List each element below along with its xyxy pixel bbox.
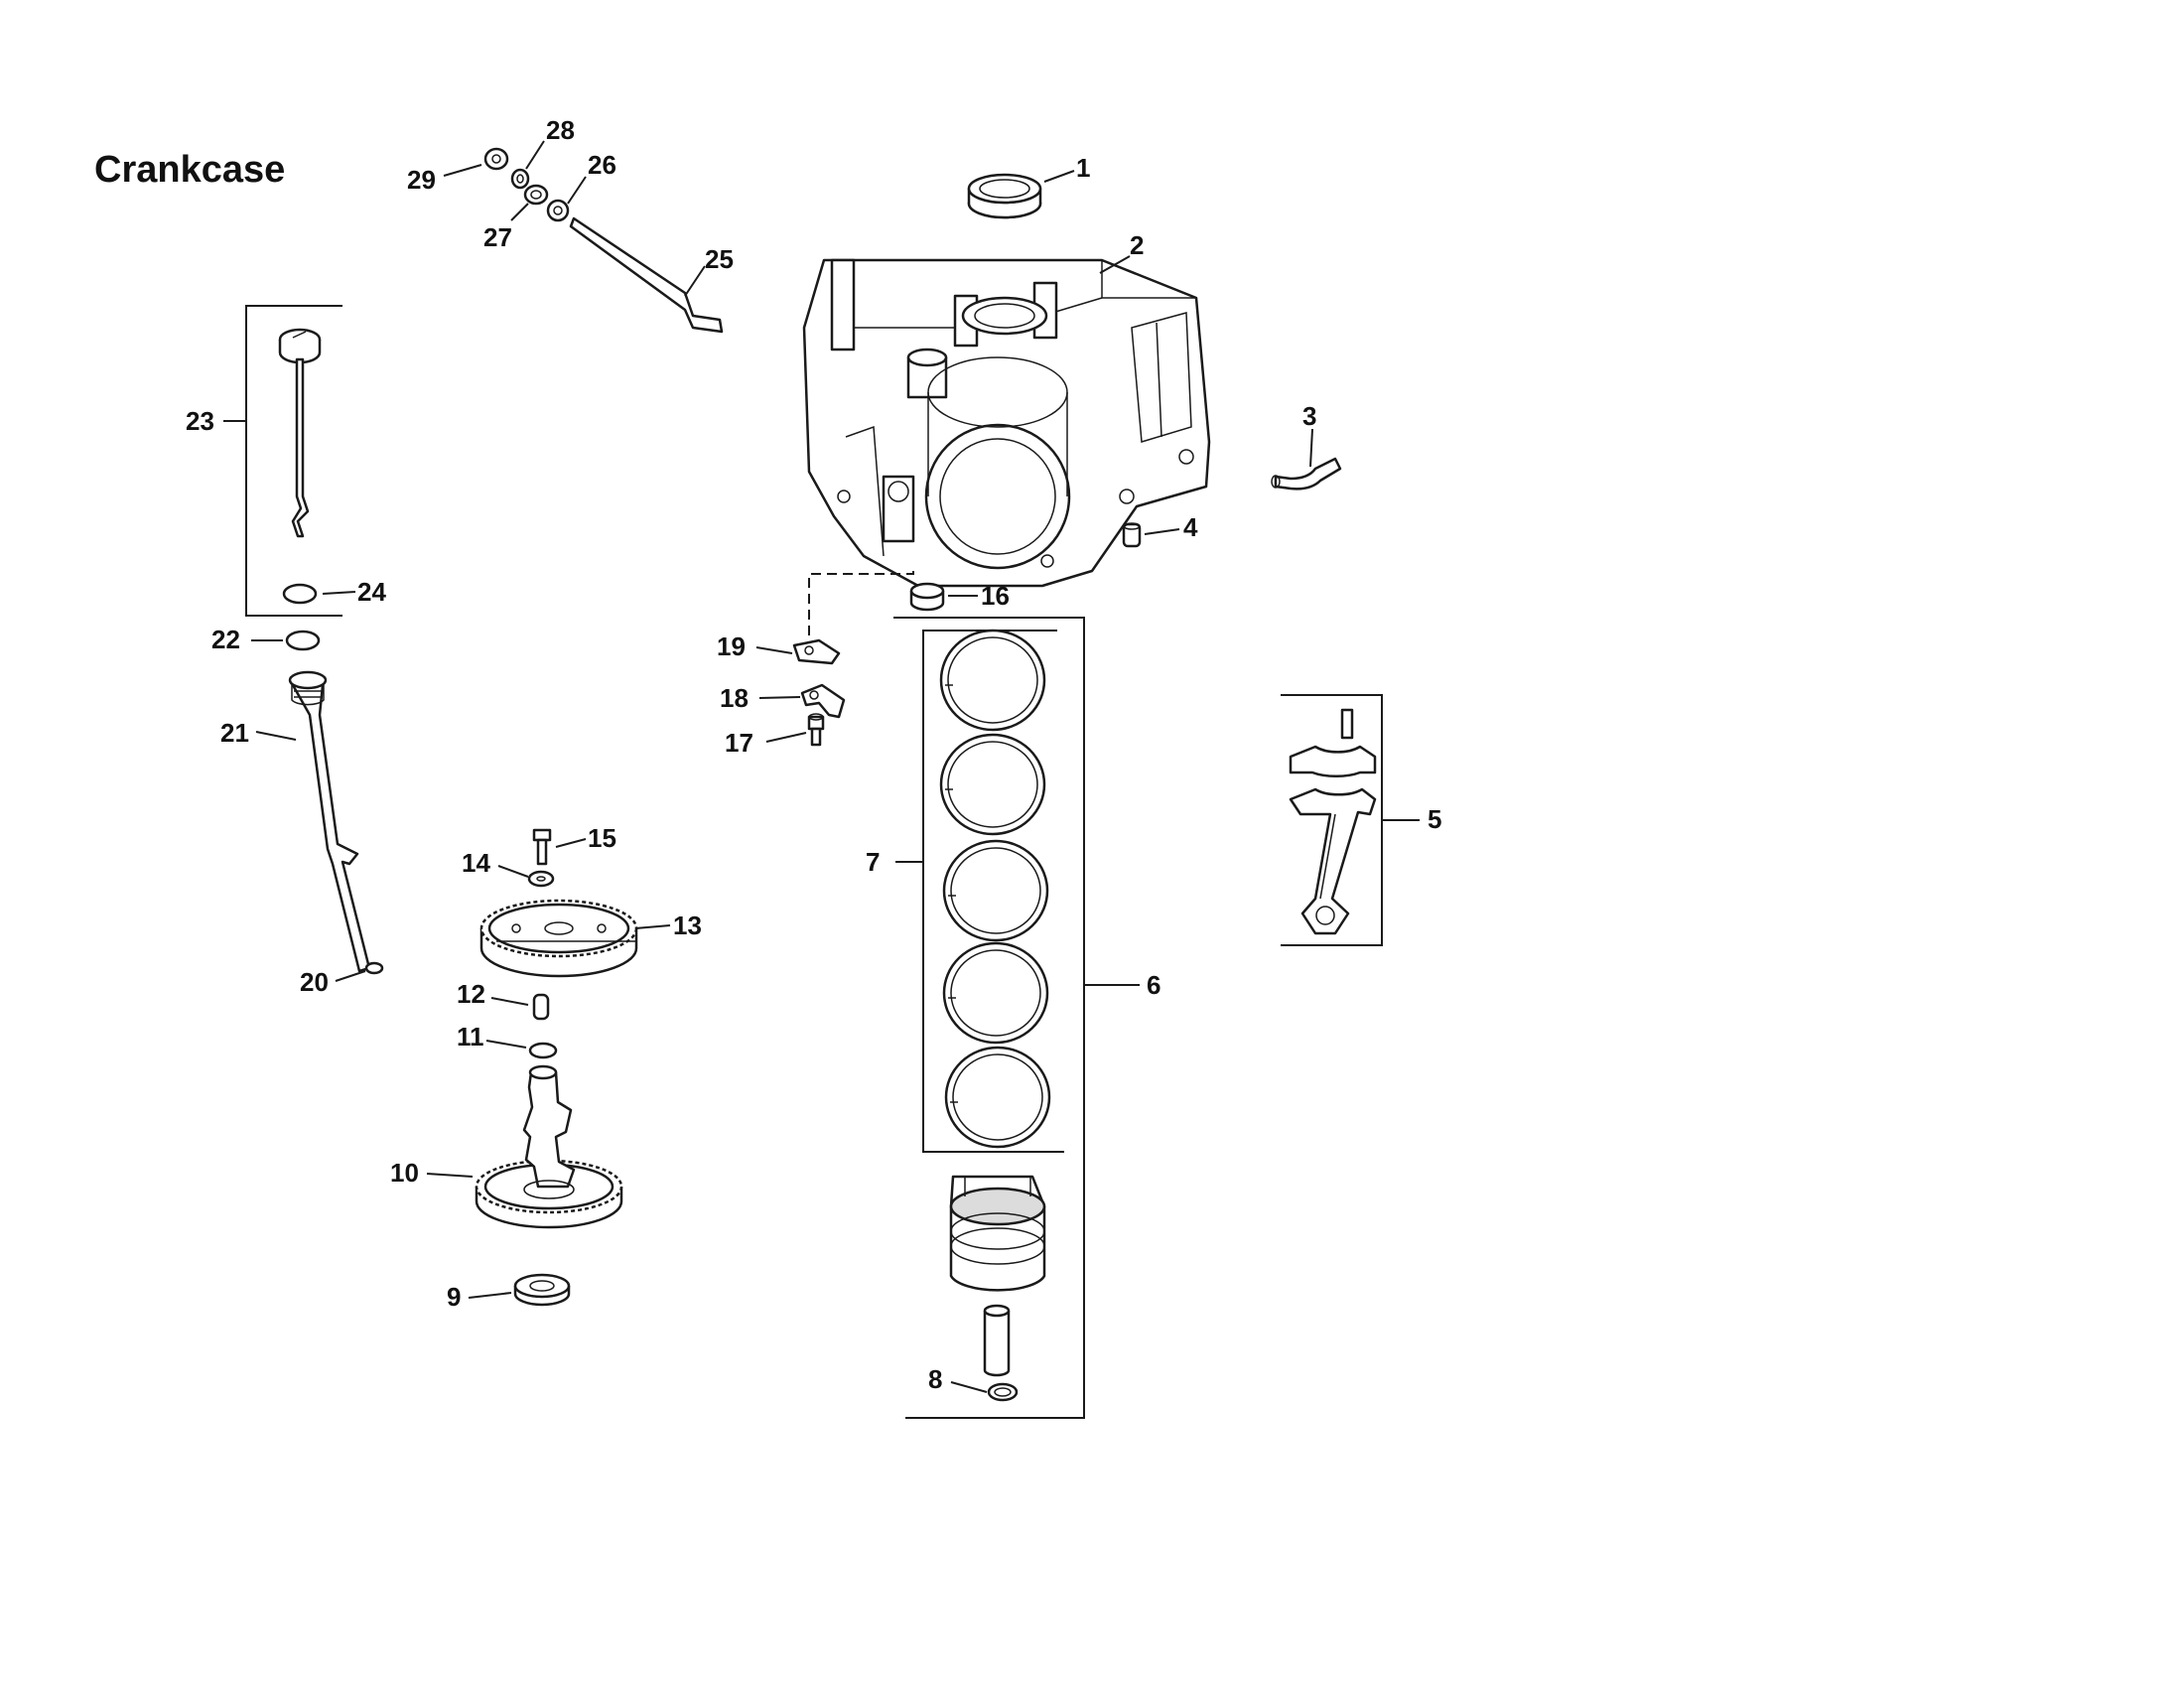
part-14-washer bbox=[527, 870, 555, 888]
leader-10 bbox=[426, 1173, 474, 1178]
part-21-dipstick-tube bbox=[288, 670, 371, 973]
callout-24: 24 bbox=[357, 577, 386, 607]
part-23-dipstick bbox=[278, 328, 322, 538]
part-20-o-ring bbox=[364, 961, 384, 975]
part-16-plug bbox=[909, 582, 945, 612]
leader-26 bbox=[567, 176, 587, 205]
callout-21: 21 bbox=[220, 718, 249, 748]
part-17-screw bbox=[807, 713, 825, 747]
part-13-gear bbox=[479, 899, 638, 978]
part-18-clamp bbox=[800, 683, 846, 719]
part-4-dowel-pin bbox=[1122, 522, 1142, 548]
leader-15 bbox=[555, 838, 587, 848]
leader-27 bbox=[510, 203, 529, 221]
piston-pin bbox=[983, 1304, 1011, 1377]
callout-10: 10 bbox=[390, 1158, 419, 1188]
part-25-governor-shaft bbox=[569, 216, 724, 334]
leader-9 bbox=[468, 1292, 512, 1299]
leader-24 bbox=[322, 591, 356, 595]
part-27-bushing bbox=[523, 184, 549, 206]
leader-4 bbox=[1144, 528, 1180, 535]
leader-28 bbox=[525, 140, 545, 170]
callout-3: 3 bbox=[1302, 401, 1316, 431]
callout-16: 16 bbox=[981, 581, 1010, 611]
dashed-link bbox=[808, 571, 914, 635]
callout-28: 28 bbox=[546, 115, 575, 145]
part-11-shim bbox=[528, 1042, 558, 1059]
leader-21 bbox=[255, 731, 297, 741]
diagram-title: Crankcase bbox=[94, 149, 285, 191]
part-10-camshaft bbox=[475, 1064, 623, 1229]
callout-13: 13 bbox=[673, 911, 702, 940]
callout-4: 4 bbox=[1183, 512, 1198, 542]
callout-1: 1 bbox=[1076, 153, 1090, 183]
leader-3 bbox=[1309, 428, 1313, 468]
callout-7: 7 bbox=[866, 847, 880, 877]
part-5-connecting-rod bbox=[1289, 708, 1377, 935]
callout-23: 23 bbox=[186, 406, 214, 436]
callout-17: 17 bbox=[725, 728, 753, 758]
part-28-washer bbox=[510, 168, 530, 190]
leader-11 bbox=[485, 1040, 527, 1049]
leader-20 bbox=[335, 970, 366, 982]
callout-26: 26 bbox=[588, 150, 616, 180]
part-9-washer bbox=[513, 1273, 571, 1307]
part-15-bolt bbox=[532, 828, 552, 866]
part-29-clip bbox=[483, 147, 509, 171]
callout-20: 20 bbox=[300, 967, 329, 997]
callout-25: 25 bbox=[705, 244, 734, 274]
leader-18 bbox=[758, 696, 801, 699]
callout-8: 8 bbox=[928, 1364, 942, 1394]
callout-11: 11 bbox=[457, 1022, 484, 1052]
part-22-o-ring bbox=[285, 630, 321, 651]
callout-29: 29 bbox=[407, 165, 436, 195]
part-8-retainer bbox=[987, 1382, 1019, 1402]
bracket-23 bbox=[245, 305, 342, 617]
callout-14: 14 bbox=[462, 848, 490, 878]
leader-19 bbox=[755, 646, 793, 654]
leader-14 bbox=[497, 865, 529, 878]
callout-9: 9 bbox=[447, 1282, 461, 1312]
leader-13 bbox=[634, 924, 671, 929]
callout-19: 19 bbox=[717, 632, 746, 661]
leader-29 bbox=[443, 164, 482, 177]
part-3-breather-tube bbox=[1271, 457, 1342, 491]
callout-22: 22 bbox=[211, 625, 240, 654]
bracket-6 bbox=[893, 617, 1085, 1419]
part-19-bracket bbox=[792, 638, 841, 665]
callout-6: 6 bbox=[1147, 970, 1160, 1000]
callout-27: 27 bbox=[483, 222, 512, 252]
callout-15: 15 bbox=[588, 823, 616, 853]
piston-rings bbox=[939, 629, 1051, 1149]
part-24-o-ring bbox=[282, 583, 318, 605]
part-12-spacer bbox=[532, 993, 550, 1021]
leader-8 bbox=[950, 1381, 988, 1393]
leader-17 bbox=[765, 732, 807, 743]
callout-18: 18 bbox=[720, 683, 749, 713]
callout-2: 2 bbox=[1130, 230, 1144, 260]
leader-25 bbox=[684, 265, 706, 297]
leader-1 bbox=[1043, 170, 1075, 183]
callout-5: 5 bbox=[1428, 804, 1441, 834]
part-1-oil-seal bbox=[967, 173, 1042, 219]
callout-12: 12 bbox=[457, 979, 485, 1009]
piston bbox=[949, 1175, 1046, 1292]
leader-12 bbox=[490, 997, 529, 1006]
part-2-crankcase bbox=[802, 258, 1211, 588]
part-26-washer bbox=[546, 199, 570, 222]
leader-2 bbox=[1099, 255, 1131, 274]
